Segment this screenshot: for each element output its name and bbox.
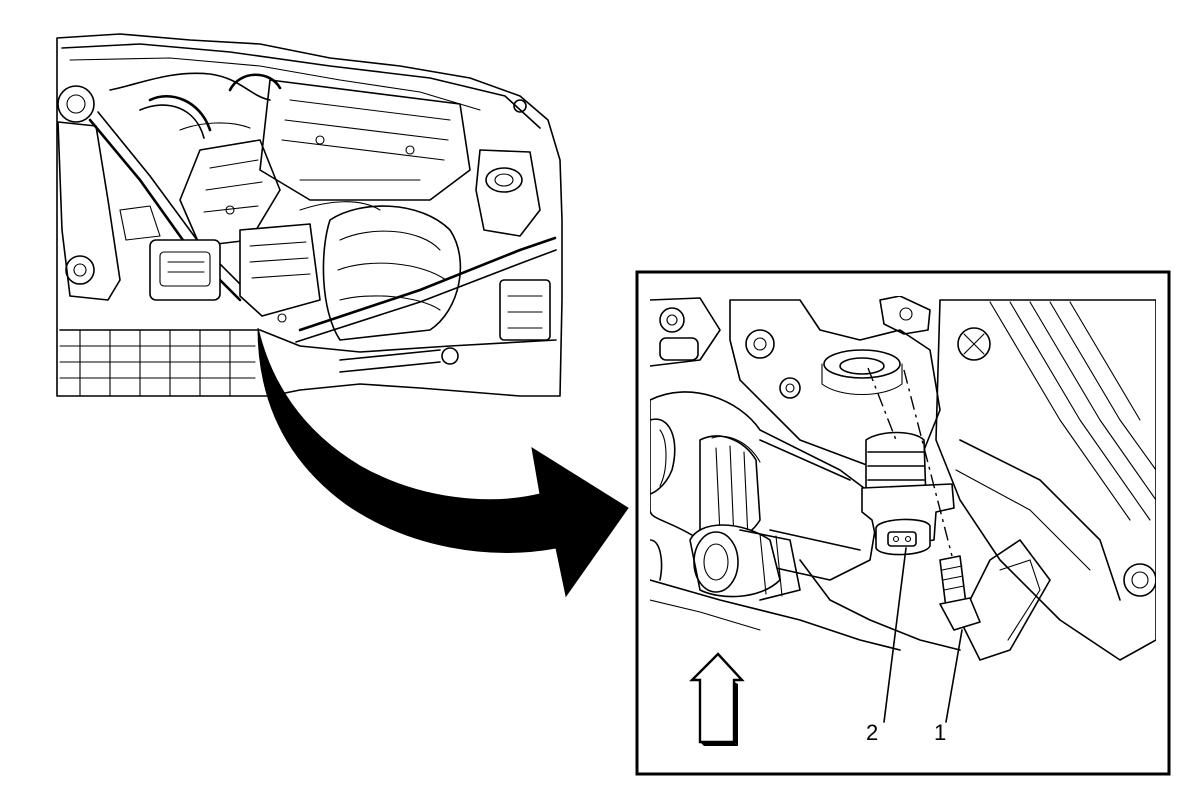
detail-view: 2 1: [635, 270, 1171, 776]
callout-1: 1: [934, 720, 946, 745]
curved-pointer-arrow-icon: [257, 327, 629, 598]
engine-bay-overview: [56, 33, 563, 397]
centerline-bolt: [903, 369, 953, 557]
mounting-bolt: [939, 555, 981, 631]
leader-line-1: [945, 629, 963, 723]
callout-2: 2: [866, 720, 878, 745]
sensor-connector: [861, 431, 955, 556]
leader-line-2: [883, 547, 907, 723]
centerline-sensor: [867, 367, 897, 441]
